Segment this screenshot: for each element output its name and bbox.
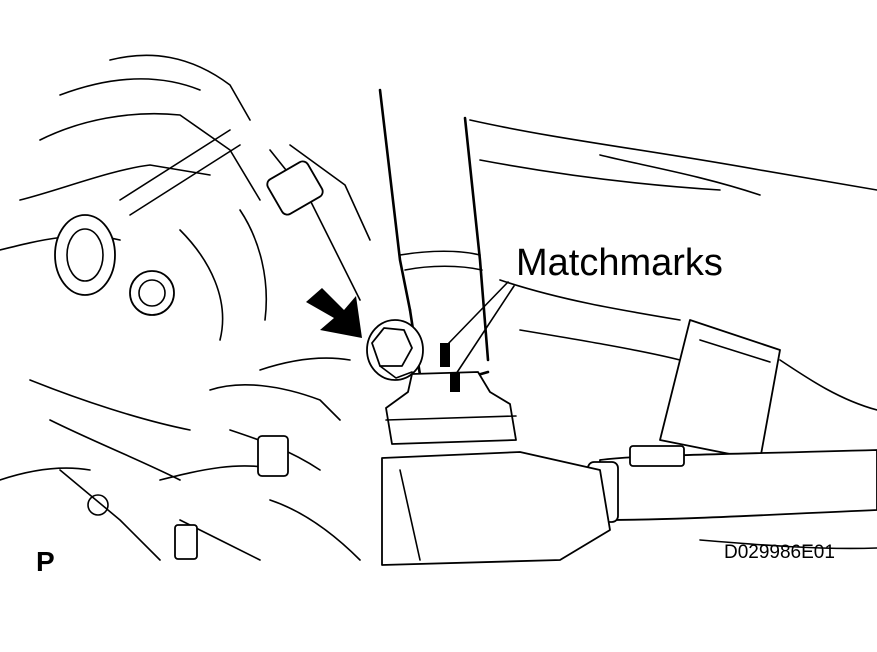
matchmarks-label: Matchmarks <box>516 242 723 284</box>
view-code-label: P <box>36 546 55 577</box>
matchmark-leader-lines <box>445 281 515 375</box>
background-components <box>0 54 371 561</box>
flange-joint <box>381 371 611 566</box>
bolt-arrow-indicator <box>306 288 362 338</box>
figure-id-label: D029986E01 <box>724 542 835 563</box>
flange-bolt <box>366 319 424 381</box>
matchmark-marks <box>440 343 460 392</box>
right-side-components <box>469 119 877 550</box>
